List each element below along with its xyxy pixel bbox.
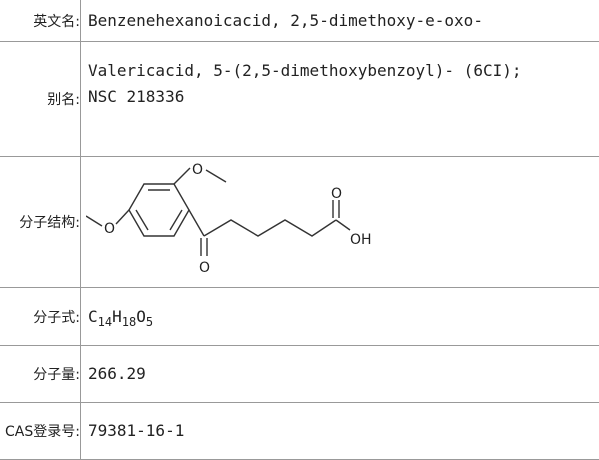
atom-o-left: O <box>104 221 115 237</box>
benzene-ring <box>129 184 189 236</box>
row-formula: 分子式: C14H18O5 <box>0 288 599 346</box>
formula-label: 分子式: <box>0 288 81 346</box>
formula-count-o: 5 <box>146 315 153 329</box>
atom-o-top: O <box>192 162 203 178</box>
atom-o-ketone: O <box>199 260 210 276</box>
cas-label-text: CAS登录号: <box>5 421 80 441</box>
row-cas-number: CAS登录号: 79381-16-1 <box>0 403 599 460</box>
synonyms-label-text: 别名: <box>47 89 80 109</box>
synonym-line-2: NSC 218336 <box>88 84 599 110</box>
formula-count-h: 18 <box>122 315 136 329</box>
english-name-value: Benzenehexanoicacid, 2,5-dimethoxy-e-oxo… <box>81 0 599 42</box>
ring-double-bond-2 <box>170 210 182 230</box>
molecular-weight-label: 分子量: <box>0 346 81 403</box>
formula-label-text: 分子式: <box>33 307 80 327</box>
molecule-structure-image: O O O O OH <box>86 158 406 286</box>
bond-ring-to-o-top <box>174 168 190 184</box>
atom-o-acid: O <box>331 186 342 202</box>
row-molecular-weight: 分子量: 266.29 <box>0 346 599 403</box>
formula-element-c: C <box>88 307 98 326</box>
synonyms-value: Valericacid, 5-(2,5-dimethoxybenzoyl)- (… <box>81 42 599 157</box>
structure-label-text: 分子结构: <box>19 212 80 232</box>
row-english-name: 英文名: Benzenehexanoicacid, 2,5-dimethoxy-… <box>0 0 599 42</box>
synonym-line-1: Valericacid, 5-(2,5-dimethoxybenzoyl)- (… <box>88 58 599 84</box>
formula-count-c: 14 <box>98 315 112 329</box>
molecular-weight-value: 266.29 <box>81 346 599 403</box>
carbon-chain <box>204 220 336 236</box>
row-structure: 分子结构: O O O <box>0 157 599 288</box>
bond-ring-to-ketone <box>189 210 204 236</box>
bond-o-top-methyl <box>206 170 226 182</box>
english-name-label: 英文名: <box>0 0 81 42</box>
bond-o-left-methyl <box>86 216 102 226</box>
cas-label: CAS登录号: <box>0 403 81 460</box>
cas-value: 79381-16-1 <box>81 403 599 460</box>
formula-value: C14H18O5 <box>81 288 599 346</box>
structure-value: O O O O OH <box>81 157 599 288</box>
bond-ring-to-o-left <box>116 210 129 224</box>
atom-oh: OH <box>350 232 372 248</box>
bond-acid-to-oh <box>336 220 350 230</box>
ring-double-bond-3 <box>136 210 148 230</box>
molecular-weight-label-text: 分子量: <box>33 364 80 384</box>
row-synonyms: 别名: Valericacid, 5-(2,5-dimethoxybenzoyl… <box>0 42 599 157</box>
structure-label: 分子结构: <box>0 157 81 288</box>
formula-element-o: O <box>136 307 146 326</box>
synonyms-label: 别名: <box>0 42 81 157</box>
english-name-label-text: 英文名: <box>33 11 80 31</box>
formula-element-h: H <box>112 307 122 326</box>
